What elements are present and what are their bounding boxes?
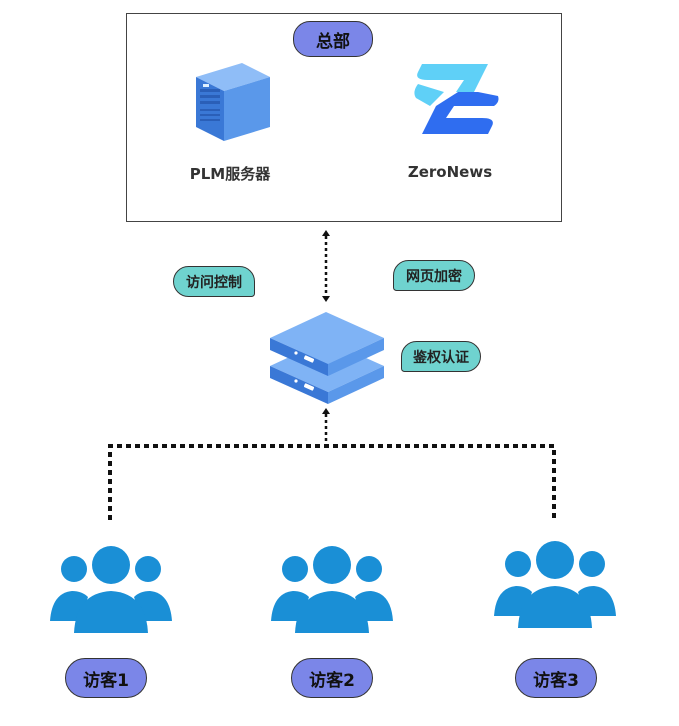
user-group-icon	[271, 546, 393, 633]
zeronews-label: ZeroNews	[407, 163, 493, 181]
auth-tag: 鉴权认证	[401, 341, 481, 372]
plm-server-label: PLM服务器	[189, 165, 271, 183]
access-control-tag: 访问控制	[173, 266, 255, 297]
user-group-icon	[50, 546, 172, 633]
zeronews-logo-icon	[414, 64, 499, 134]
visitor-2-label: 访客2	[291, 658, 373, 698]
visitor-bus-link	[108, 444, 556, 520]
server-stack-icon	[270, 312, 384, 404]
server-tower-icon	[196, 63, 270, 141]
web-encryption-tag: 网页加密	[393, 260, 475, 291]
visitor-3-label: 访客3	[515, 658, 597, 698]
user-group-icon	[494, 541, 616, 628]
hq-title-badge: 总部	[293, 21, 373, 57]
visitor-1-label: 访客1	[65, 658, 147, 698]
